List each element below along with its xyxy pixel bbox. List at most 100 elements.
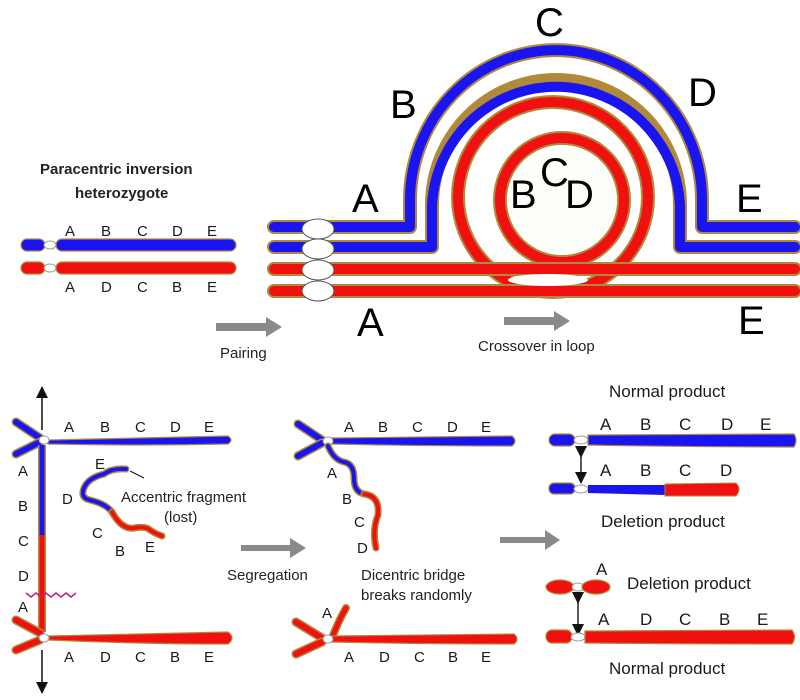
panel-inversion-loop: A B C D E B C D A E <box>267 1 800 345</box>
normal-top-chromosome <box>548 433 797 448</box>
gene-label: D <box>357 540 368 557</box>
gene-label: A <box>600 461 612 480</box>
gene-label: B <box>18 498 28 515</box>
gene-label: E <box>145 539 155 556</box>
gene-label: E <box>204 419 214 436</box>
paired-centromeres <box>301 218 335 302</box>
gene-label: D <box>18 568 29 585</box>
deletion-top-genes: A B C D <box>600 461 732 480</box>
segregation-label: Segregation <box>227 567 308 584</box>
gene-label: C <box>679 610 691 629</box>
crossover-arrow-icon <box>504 311 570 331</box>
gene-label: D <box>172 223 183 240</box>
gene-label: B <box>378 419 388 436</box>
bridge-caption-line1: Dicentric bridge <box>361 567 465 584</box>
gene-label: B <box>448 649 458 666</box>
gene-label: A <box>327 465 337 482</box>
gene-label: C <box>412 419 423 436</box>
inverted-chromosome <box>20 261 237 275</box>
gene-label: A <box>598 610 610 629</box>
loop-label-c: C <box>535 1 564 45</box>
gene-label: E <box>481 649 491 666</box>
bridge-caption-line2: breaks randomly <box>361 587 472 604</box>
deletion-product-label-bottom: Deletion product <box>627 574 751 593</box>
gene-label: A <box>344 419 354 436</box>
normal-top-genes: A B C D E <box>600 415 771 434</box>
gene-label: A <box>596 560 608 579</box>
normal-product-label-bottom: Normal product <box>609 659 725 678</box>
gene-label: C <box>679 415 691 434</box>
normal-bottom-genes: A D C B E <box>598 610 768 629</box>
gene-label: B <box>719 610 730 629</box>
gene-label: D <box>640 610 652 629</box>
bridge-genes: A B C D A <box>18 463 29 616</box>
pairing-step: Pairing <box>216 317 282 362</box>
broken-bridge-genes: A B C D <box>327 465 368 557</box>
gene-label: C <box>18 533 29 550</box>
deletion-product-label-top: Deletion product <box>601 512 725 531</box>
gene-label: C <box>679 461 691 480</box>
crossover-label: Crossover in loop <box>478 338 595 355</box>
inverted-genes-row: A D C B E <box>65 279 217 296</box>
gene-label: D <box>447 419 458 436</box>
gene-label: B <box>101 223 111 240</box>
gene-label: E <box>95 456 105 473</box>
acentric-fragment <box>79 465 166 540</box>
loop-label-e: E <box>736 177 763 221</box>
gene-label: E <box>760 415 771 434</box>
inner-label-d: D <box>565 173 594 217</box>
gene-label: B <box>100 419 110 436</box>
gene-label: E <box>481 419 491 436</box>
segregation-step: Segregation <box>227 538 308 584</box>
gene-label: B <box>342 491 352 508</box>
bottom-label-a: A <box>357 301 384 345</box>
fragment-label-line2: (lost) <box>164 509 197 526</box>
gene-label: D <box>379 649 390 666</box>
gene-label: B <box>172 279 182 296</box>
bridge-top-genes: A B C D E <box>64 419 214 436</box>
gene-label: D <box>62 491 73 508</box>
gene-label: E <box>207 223 217 240</box>
broken-top-genes: A B C D E <box>344 419 491 436</box>
loop-label-a: A <box>352 177 379 221</box>
crossover-step: Crossover in loop <box>478 311 595 355</box>
deletion-top-chromosome <box>548 482 740 497</box>
loop-label-d: D <box>688 71 717 115</box>
fragment-label-line1: Accentric fragment <box>121 489 247 506</box>
gene-label: C <box>137 279 148 296</box>
deletion-small-chromosome <box>545 579 611 595</box>
normal-bottom-chromosome <box>545 629 796 645</box>
inner-label-b: B <box>510 173 537 217</box>
gene-label: E <box>757 610 768 629</box>
top-broken-chromosome <box>293 419 516 552</box>
gene-label: D <box>101 279 112 296</box>
normal-genes-row: A B C D E <box>65 223 217 240</box>
inner-label-c: C <box>540 151 569 195</box>
pairing-arrow-icon <box>216 317 282 337</box>
gene-label: A <box>64 649 74 666</box>
gene-label: A <box>65 279 75 296</box>
break-mark-icon <box>25 592 77 598</box>
gene-label: C <box>137 223 148 240</box>
gene-label: A <box>344 649 354 666</box>
bottom-red-chromosome <box>11 615 233 655</box>
gene-label: A <box>600 415 612 434</box>
gene-label: A <box>64 419 74 436</box>
gene-label: E <box>204 649 214 666</box>
normal-product-label-top: Normal product <box>609 382 725 401</box>
fragment-genes: E D C B E <box>62 456 155 560</box>
gene-label: B <box>640 415 651 434</box>
broken-bottom-genes: A D C B E <box>344 649 491 666</box>
bottom-label-e: E <box>738 299 765 343</box>
gene-label: D <box>721 415 733 434</box>
result-arrow-icon <box>500 530 560 550</box>
gene-label: C <box>92 525 103 542</box>
gene-label: A <box>18 463 28 480</box>
loop-label-b: B <box>390 83 417 127</box>
segregation-arrow-icon <box>241 538 306 558</box>
gene-label: D <box>170 419 181 436</box>
gene-label: A <box>322 605 332 622</box>
top-blue-chromosome <box>11 417 232 459</box>
bottom-broken-chromosome: A <box>291 604 518 659</box>
